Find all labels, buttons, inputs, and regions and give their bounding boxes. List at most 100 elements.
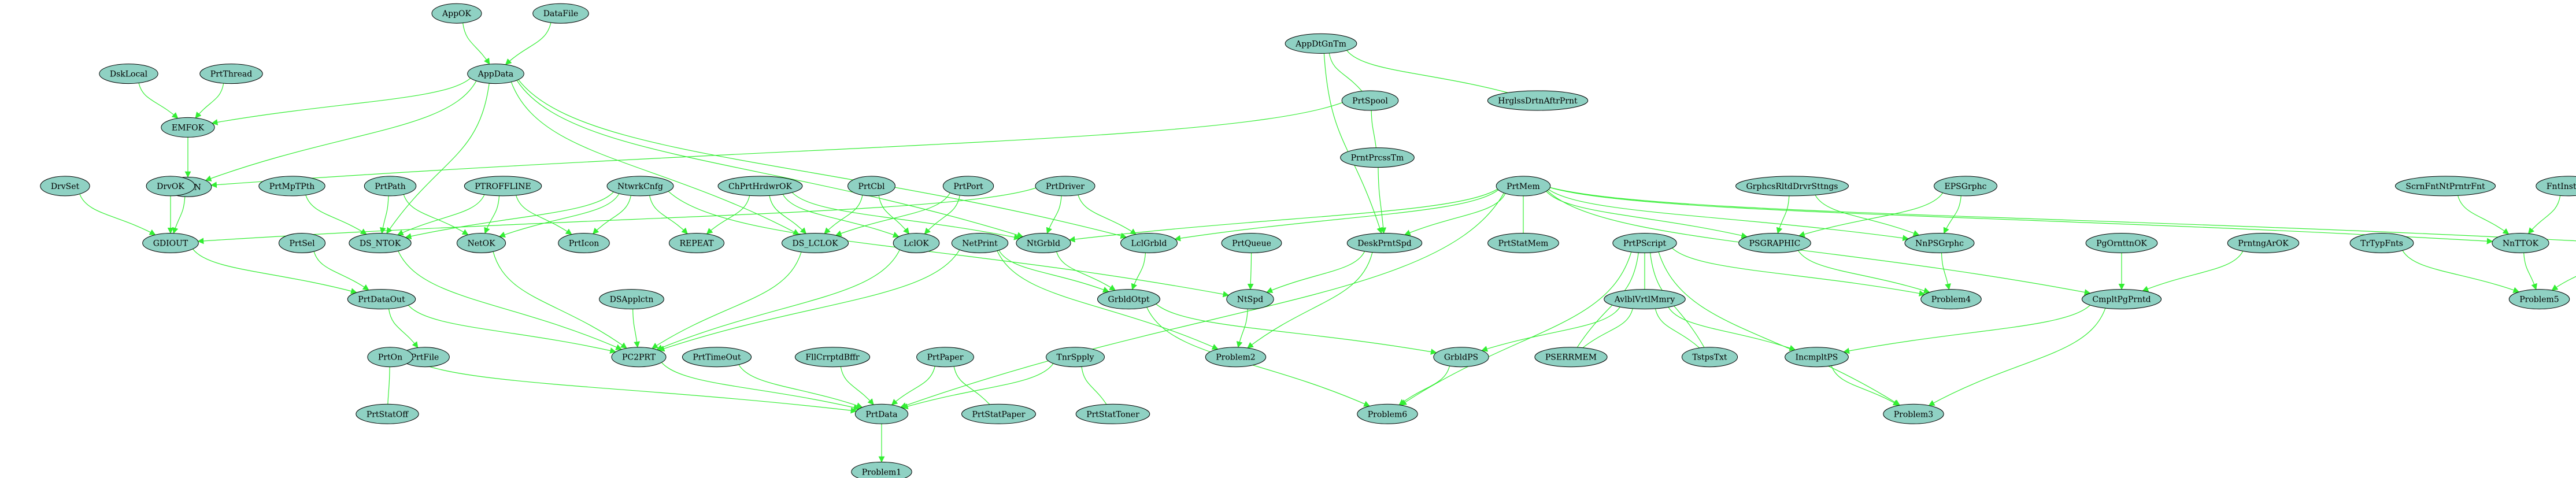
node-label: NtSpd: [1237, 295, 1263, 305]
edge-TnrSpply-PrtStatToner: [1081, 366, 1107, 405]
node-NnTTOK: NnTTOK: [2492, 233, 2549, 253]
node-EPSGrphc: EPSGrphc: [1934, 176, 1997, 197]
node-label: PrtMem: [1507, 182, 1540, 191]
node-shape: [1735, 176, 1849, 197]
node-shape: [532, 3, 589, 24]
node-shape: [847, 176, 895, 197]
node-shape: [2081, 289, 2162, 310]
node-shape: [942, 176, 994, 197]
edge-TTOK-Problem5: [2551, 276, 2576, 291]
node-shape: [781, 233, 849, 253]
node-PrntPrcssTm: PrntPrcssTm: [1340, 147, 1415, 168]
edge-FllCrrptdBffr-PrtData: [840, 366, 874, 405]
node-AppDtGnTm: AppDtGnTm: [1285, 33, 1357, 54]
edge-AppDtGnTm-HrglssDrtnAftrPrnt: [1346, 50, 1508, 93]
node-label: PrtPaper: [927, 353, 964, 362]
node-shape: [951, 233, 1009, 253]
node-shape: [1285, 33, 1357, 54]
edge-PrtPort-LclOK: [924, 195, 960, 235]
node-shape: [606, 176, 674, 197]
node-Problem5: Problem5: [2508, 289, 2570, 310]
edge-AppData-DS_NTOK: [386, 83, 490, 234]
node-shape: [1097, 289, 1160, 310]
node-label: Problem6: [1368, 410, 1408, 419]
node-PrtPort: PrtPort: [942, 176, 994, 197]
edge-LclOK-PC2PRT: [656, 250, 900, 351]
edges-layer: [79, 22, 2576, 463]
node-label: NtwrkCnfg: [617, 182, 663, 191]
node-shape: [258, 176, 325, 197]
node-label: NnTTOK: [2503, 239, 2539, 249]
node-GrbldPS: GrbldPS: [1433, 347, 1489, 368]
edge-PrtMem-PSGRAPHIC: [1546, 191, 1748, 239]
node-label: REPEAT: [679, 239, 714, 249]
node-PrtTimeOut: PrtTimeOut: [682, 347, 752, 368]
edge-PrtMem-DeskPrntSpd: [1404, 193, 1506, 236]
node-shape: [364, 176, 417, 197]
node-shape: [199, 64, 263, 84]
node-label: PrtTimeOut: [693, 353, 741, 362]
edge-AppData-LclGrbld: [518, 79, 1127, 239]
node-shape: [1604, 289, 1686, 310]
edge-PrntngArOK-CmpltPgPrntd: [2142, 251, 2244, 292]
edge-AvlblVrtlMmry-IncmpltPS: [1668, 307, 1796, 351]
node-NetOK: NetOK: [456, 233, 506, 253]
edge-AppData-DS_LCLOK: [510, 81, 800, 235]
node-NtSpd: NtSpd: [1226, 289, 1274, 310]
node-label: PrtDriver: [1046, 182, 1085, 191]
node-DrvSet: DrvSet: [40, 176, 90, 197]
node-PrtDataOut: PrtDataOut: [347, 289, 416, 310]
edge-ChPrtHrdwrOK-LclOK: [782, 194, 900, 238]
node-label: DSApplctn: [610, 295, 654, 305]
node-label: ChPrtHrdwrOK: [728, 182, 792, 191]
node-PSERRMEM: PSERRMEM: [1534, 347, 1608, 368]
node-shape: [1433, 347, 1489, 368]
node-label: Problem1: [862, 468, 901, 477]
node-shape: [599, 289, 664, 310]
node-shape: [1340, 147, 1415, 168]
node-shape: [456, 233, 506, 253]
node-NtwrkCnfg: NtwrkCnfg: [606, 176, 674, 197]
node-shape: [1205, 347, 1267, 368]
node-label: PSGRAPHIC: [1749, 239, 1801, 249]
node-REPEAT: REPEAT: [668, 233, 725, 253]
edge-AppOK-AppData: [462, 23, 490, 65]
edge-DskLocal-EMFOK: [138, 83, 179, 119]
node-label: GrphcsRltdDrvrSttngs: [1746, 182, 1838, 191]
node-label: PrtThread: [210, 70, 252, 79]
node-CmpltPgPrntd: CmpltPgPrntd: [2081, 289, 2162, 310]
node-shape: [1341, 90, 1399, 111]
node-shape: [893, 233, 940, 253]
node-shape: [347, 289, 416, 310]
edge-AppDtGnTm-DeskPrntSpd: [1323, 53, 1383, 234]
node-Problem3: Problem3: [1883, 403, 1944, 424]
edge-PrtOn-PrtData: [412, 359, 857, 414]
node-GrphcsRltdDrvrSttngs: GrphcsRltdDrvrSttngs: [1735, 176, 1849, 197]
edge-PrtSpool-PrntPrcssTm: [1371, 110, 1376, 148]
edge-AppDtGnTm-PrtSpool: [1328, 53, 1363, 92]
edge-NtwrkCnfg-REPEAT: [649, 195, 688, 235]
node-shape: [1487, 90, 1589, 111]
node-PrtStatPaper: PrtStatPaper: [961, 403, 1037, 424]
edge-DrvSet-GDIOUT: [79, 194, 156, 235]
node-PTROFFLINE: PTROFFLINE: [464, 176, 542, 197]
edge-PrntPrcssTm-DeskPrntSpd: [1378, 167, 1387, 234]
node-label: PrntngArOK: [2238, 239, 2289, 249]
edge-PrtPort-DS_LCLOK: [835, 192, 950, 236]
node-label: PrtOn: [378, 353, 402, 362]
node-DSApplctn: DSApplctn: [599, 289, 664, 310]
node-PrtPScript: PrtPScript: [1612, 233, 1677, 253]
node-shape: [1920, 289, 1982, 310]
edge-PrtQueue-NtSpd: [1247, 253, 1254, 290]
node-PrtStatOff: PrtStatOff: [356, 403, 419, 424]
node-PrtDriver: PrtDriver: [1035, 176, 1095, 197]
node-label: PTROFFLINE: [475, 182, 531, 191]
edge-AvlblVrtlMmry-PSERRMEM: [1582, 308, 1633, 349]
node-label: DeskPrntSpd: [1357, 239, 1411, 249]
node-AppData: AppData: [467, 64, 524, 84]
node-label: AvlblVrtlMmry: [1614, 295, 1675, 305]
node-label: PrntPrcssTm: [1351, 154, 1404, 163]
node-DS_LCLOK: DS_LCLOK: [781, 233, 849, 253]
node-PrtMem: PrtMem: [1496, 176, 1551, 197]
node-label: LclGrbld: [1131, 239, 1167, 249]
